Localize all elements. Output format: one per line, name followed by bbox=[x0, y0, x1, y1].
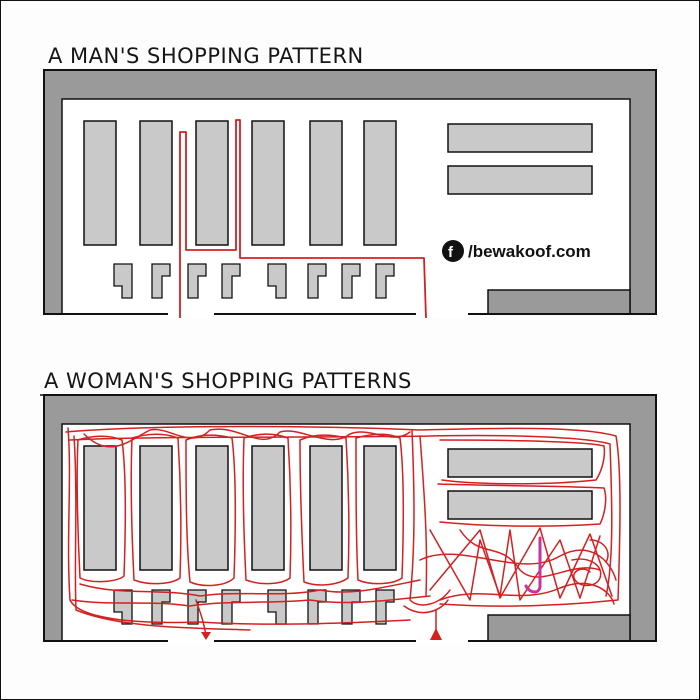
entrance-marker bbox=[430, 628, 442, 640]
shelf bbox=[309, 120, 343, 246]
shelf bbox=[83, 120, 117, 246]
checkout-counter bbox=[187, 263, 207, 299]
shelf bbox=[195, 120, 229, 246]
shelf bbox=[363, 445, 397, 571]
checkout-counter bbox=[151, 589, 171, 625]
svg-text:f: f bbox=[448, 244, 454, 261]
shelf bbox=[139, 120, 173, 246]
checkout-counter bbox=[113, 589, 133, 625]
shelf bbox=[195, 445, 229, 571]
shelf bbox=[363, 120, 397, 246]
watermark-text: /bewakoof.com bbox=[468, 242, 591, 261]
checkout-counter bbox=[375, 263, 395, 299]
woman-panel: A WOMAN'S SHOPPING PATTERNS bbox=[40, 369, 657, 645]
shelf bbox=[447, 490, 593, 520]
woman-panel-title: A WOMAN'S SHOPPING PATTERNS bbox=[44, 369, 412, 393]
shelf bbox=[447, 165, 593, 195]
checkout-counter bbox=[113, 263, 133, 299]
shelf bbox=[251, 445, 285, 571]
facebook-icon bbox=[442, 240, 464, 262]
shelf bbox=[309, 445, 343, 571]
aisle-shelves bbox=[83, 445, 593, 571]
checkout-counter bbox=[341, 263, 361, 299]
aisle-shelves bbox=[83, 120, 593, 246]
checkout-counter bbox=[375, 589, 395, 625]
shelf bbox=[83, 445, 117, 571]
checkout-counters bbox=[113, 263, 395, 299]
shelf bbox=[139, 445, 173, 571]
watermark: f /bewakoof.com bbox=[442, 240, 591, 262]
man-panel: A MAN'S SHOPPING PATTERN bbox=[43, 44, 657, 319]
shelf bbox=[447, 123, 593, 153]
checkout-counter bbox=[267, 263, 287, 299]
shelf bbox=[251, 120, 285, 246]
checkout-counter bbox=[187, 589, 207, 625]
checkout-counter bbox=[307, 263, 327, 299]
checkout-counter bbox=[221, 263, 241, 299]
exit-marker bbox=[201, 632, 211, 640]
cart-marker bbox=[524, 536, 542, 594]
man-shopping-path bbox=[179, 119, 427, 319]
shelf bbox=[447, 448, 593, 478]
man-panel-title: A MAN'S SHOPPING PATTERN bbox=[48, 44, 364, 68]
checkout-counter bbox=[151, 263, 171, 299]
